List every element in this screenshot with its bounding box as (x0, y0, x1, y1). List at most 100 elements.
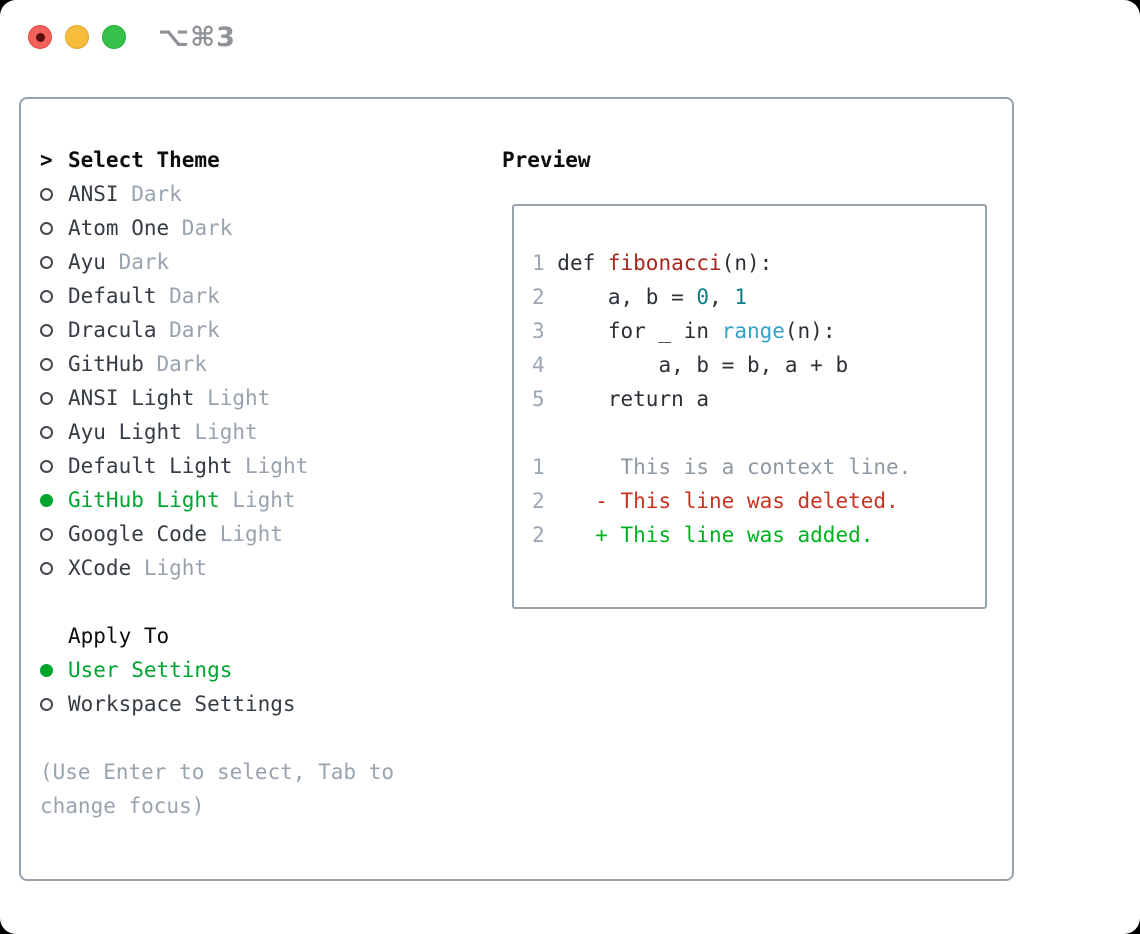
window-shortcut-label: ⌥⌘3 (158, 21, 236, 53)
minimize-button[interactable] (65, 25, 89, 49)
code-token-number: 0 (696, 285, 710, 309)
code-line: 2 + This line was added. (532, 518, 985, 552)
theme-option[interactable]: GitHub Light Light (40, 483, 480, 517)
apply-option[interactable]: Workspace Settings (40, 687, 480, 721)
code-token-context: This is a context line. (557, 455, 912, 479)
theme-variant: Dark (118, 182, 182, 206)
theme-variant: Light (219, 488, 296, 512)
maximize-button[interactable] (102, 25, 126, 49)
radio-marker (40, 527, 68, 541)
theme-name: Default Light (68, 454, 233, 478)
code-token-plain: return a (557, 387, 710, 411)
radio-icon (40, 255, 53, 269)
theme-variant: Dark (143, 352, 208, 376)
radio-selected-icon (40, 493, 53, 507)
theme-name: Ayu Light (68, 420, 182, 444)
line-number: 1 (532, 251, 558, 275)
radio-icon (40, 187, 53, 201)
radio-marker (40, 663, 68, 677)
theme-option[interactable]: XCode Light (40, 551, 480, 585)
radio-marker (40, 357, 68, 371)
theme-name: Default (68, 284, 157, 308)
radio-marker (40, 255, 68, 269)
theme-variant: Light (194, 386, 271, 410)
apply-option[interactable]: User Settings (40, 653, 480, 687)
radio-marker (40, 425, 68, 439)
theme-option[interactable]: Default Light Light (40, 449, 480, 483)
theme-variant: Light (207, 522, 283, 546)
preview-column: Preview 1 def fibonacci(n):2 a, b = 0, 1… (502, 143, 987, 609)
theme-variant: Light (232, 454, 309, 478)
line-number: 2 (532, 285, 558, 309)
radio-marker (40, 561, 68, 575)
radio-marker (40, 187, 68, 201)
code-line: 2 a, b = 0, 1 (532, 280, 985, 314)
radio-icon (40, 323, 53, 337)
theme-option[interactable]: GitHub Dark (40, 347, 480, 381)
radio-marker (40, 391, 68, 405)
theme-option[interactable]: ANSI Dark (40, 177, 480, 211)
code-line (532, 416, 985, 450)
code-token-plain: a, b = b, a + b (557, 353, 849, 377)
apply-to-header: Apply To (40, 619, 480, 653)
line-number: 3 (532, 319, 558, 343)
theme-option[interactable]: Atom One Dark (40, 211, 480, 245)
theme-name: Ayu (68, 250, 106, 274)
theme-option[interactable]: Ayu Light Light (40, 415, 480, 449)
theme-name: GitHub (68, 352, 144, 376)
theme-option[interactable]: Google Code Light (40, 517, 480, 551)
theme-name: GitHub Light (68, 488, 220, 512)
theme-option[interactable]: ANSI Light Light (40, 381, 480, 415)
preview-title: Preview (502, 148, 591, 172)
theme-variant: Dark (156, 318, 220, 342)
code-line: 1 def fibonacci(n): (532, 246, 985, 280)
radio-icon (40, 221, 53, 235)
code-token-plain: (n): (721, 251, 773, 275)
radio-selected-icon (40, 663, 53, 677)
theme-variant: Dark (169, 216, 233, 240)
line-number: 4 (532, 353, 558, 377)
radio-icon (40, 425, 53, 439)
theme-option[interactable]: Default Dark (40, 279, 480, 313)
apply-option-label: User Settings (68, 658, 233, 682)
code-line: 4 a, b = b, a + b (532, 348, 985, 382)
theme-variant: Dark (105, 250, 170, 274)
code-token-plain: def (557, 251, 608, 275)
code-token-plain: (n): (784, 319, 836, 343)
close-dot-icon (35, 32, 45, 42)
theme-name: Dracula (68, 318, 157, 342)
code-line: 3 for _ in range(n): (532, 314, 985, 348)
line-number: 1 (532, 455, 558, 479)
theme-option[interactable]: Ayu Dark (40, 245, 480, 279)
code-line: 5 return a (532, 382, 985, 416)
radio-icon (40, 391, 53, 405)
radio-icon (40, 357, 53, 371)
code-token-deletion: - This line was deleted. (557, 489, 899, 513)
radio-marker (40, 289, 68, 303)
focus-prompt-icon: > (40, 148, 53, 172)
line-number: 2 (532, 523, 558, 547)
radio-icon (40, 697, 53, 711)
traffic-lights (28, 25, 126, 49)
theme-variant: Light (181, 420, 258, 444)
radio-marker (40, 221, 68, 235)
radio-marker (40, 697, 68, 711)
titlebar: ⌥⌘3 (0, 0, 1140, 74)
apply-option-label: Workspace Settings (68, 692, 296, 716)
code-token-plain: a, b = (557, 285, 697, 309)
code-token-builtin: range (721, 319, 785, 343)
radio-icon (40, 289, 53, 303)
close-button[interactable] (28, 25, 52, 49)
select-theme-title: Select Theme (68, 148, 220, 172)
code-token-plain: for _ in (557, 319, 722, 343)
radio-icon (40, 459, 53, 473)
theme-name: Google Code (68, 522, 208, 546)
theme-option[interactable]: Dracula Dark (40, 313, 480, 347)
